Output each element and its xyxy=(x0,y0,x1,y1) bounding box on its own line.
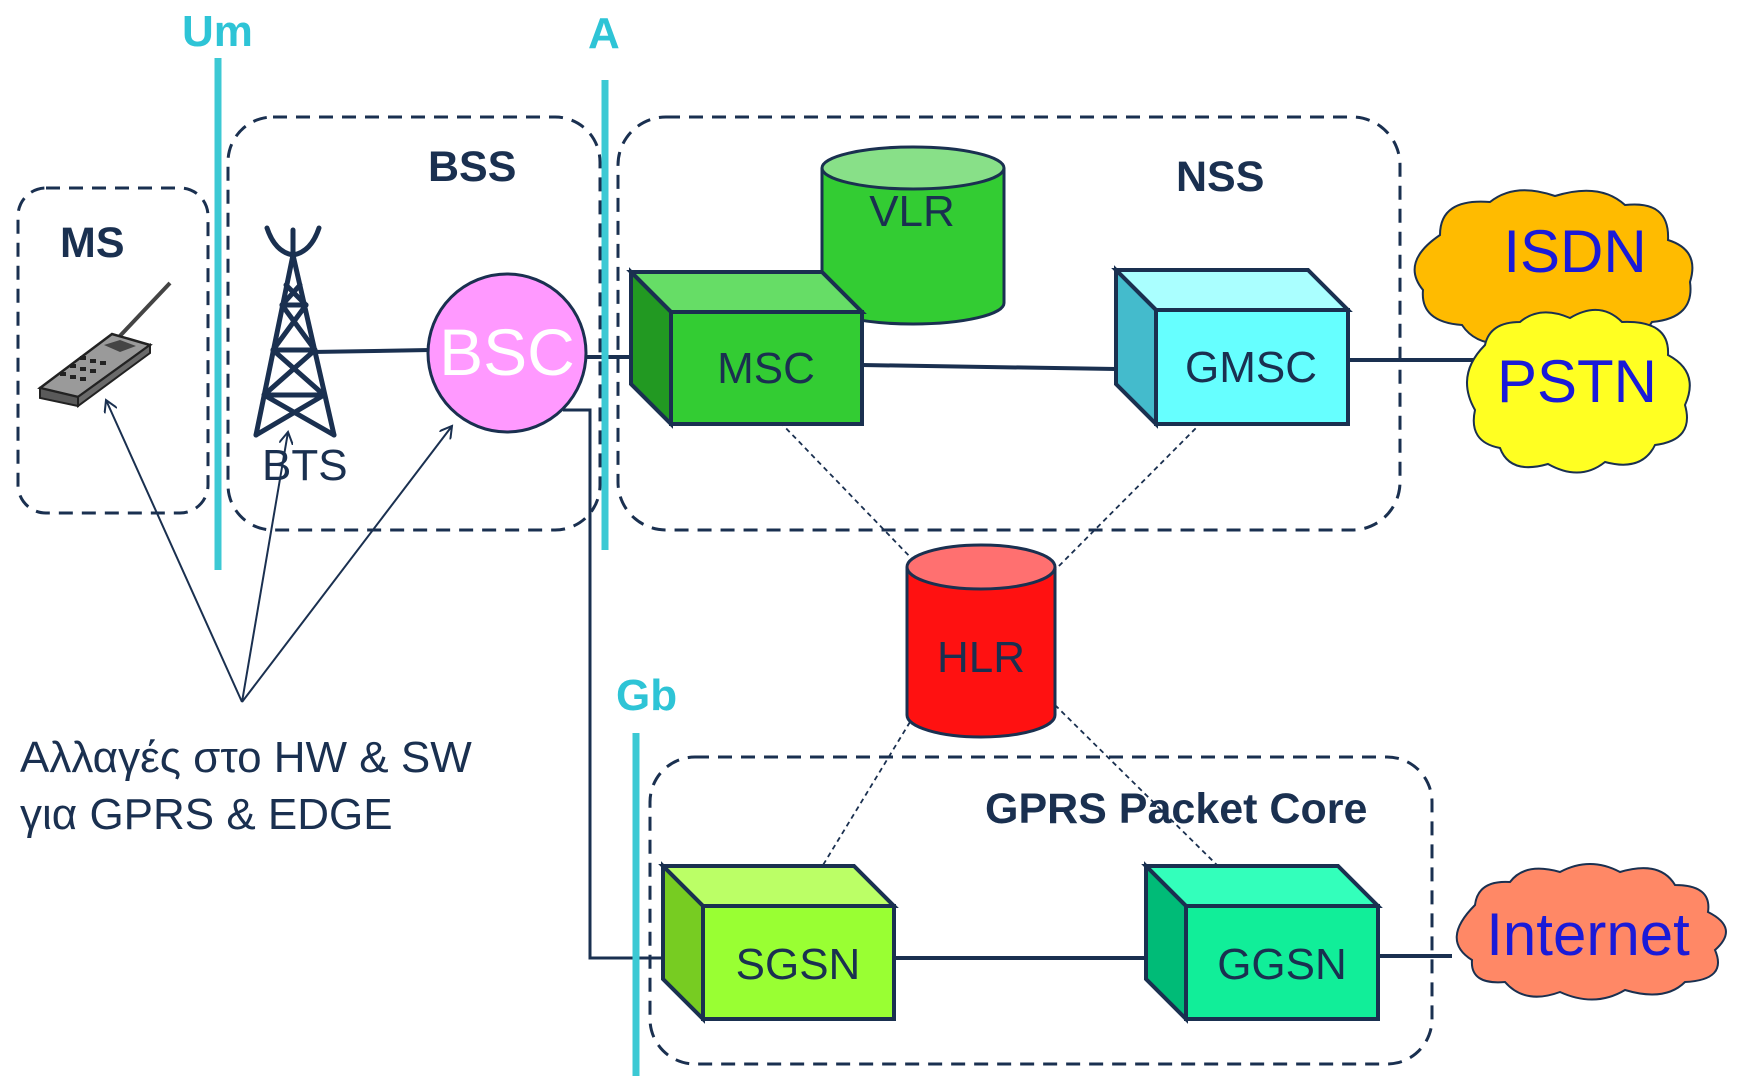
msc-hlr-link xyxy=(779,421,916,563)
msc-gmsc-link xyxy=(861,363,1117,371)
ggsn-node: GGSN xyxy=(1141,861,1383,1024)
gmsc-node: GMSC xyxy=(1111,265,1353,429)
gprs-group-box xyxy=(648,755,1434,1066)
sgsn-node: SGSN xyxy=(658,861,899,1024)
ggsn-label: GGSN xyxy=(1217,940,1347,989)
hw-sw-changes-note-line2: για GPRS & EDGE xyxy=(20,790,393,839)
isdn-label: ISDN xyxy=(1503,218,1646,285)
pstn-cloud: PSTN xyxy=(1466,309,1691,474)
a-interface-label: A xyxy=(588,9,620,58)
bts-bsc-link xyxy=(311,348,431,354)
gprs-group-label: GPRS Packet Core xyxy=(985,785,1367,833)
internet-cloud: Internet xyxy=(1455,863,1727,1001)
ms-group-label: MS xyxy=(60,219,125,267)
vlr-label: VLR xyxy=(869,187,955,236)
bsc-label: BSC xyxy=(439,315,575,389)
ggsn-hlr-link xyxy=(1054,704,1223,871)
arrow-to-phone xyxy=(106,400,243,703)
internet-label: Internet xyxy=(1486,901,1690,968)
bsc-node: BSC xyxy=(426,272,588,434)
bts-label: BTS xyxy=(262,441,348,490)
hw-sw-changes-note-line1: Αλλαγές στο HW & SW xyxy=(20,733,472,782)
msc-label: MSC xyxy=(717,344,815,393)
hlr-database: HLR xyxy=(905,543,1057,739)
sgsn-label: SGSN xyxy=(736,940,861,989)
pstn-label: PSTN xyxy=(1497,348,1657,415)
arrow-to-bts xyxy=(241,432,288,703)
hlr-label: HLR xyxy=(937,633,1025,682)
mobile-phone-icon xyxy=(37,281,172,408)
isdn-cloud: ISDN xyxy=(1413,189,1694,350)
nss-group-box xyxy=(616,115,1402,532)
gmsc-hlr-link xyxy=(1044,421,1203,581)
nss-group-label: NSS xyxy=(1176,153,1264,201)
antenna-tower-icon xyxy=(253,225,337,438)
bss-group-box xyxy=(226,115,602,532)
sgsn-hlr-link xyxy=(819,721,911,871)
gmsc-label: GMSC xyxy=(1185,343,1317,392)
um-interface-label: Um xyxy=(182,7,253,56)
vlr-database: VLR xyxy=(820,145,1006,326)
bss-group-label: BSS xyxy=(428,143,516,191)
arrow-to-bsc xyxy=(241,426,452,703)
ms-group-box xyxy=(16,186,210,515)
msc-node: MSC xyxy=(626,267,867,429)
gb-interface-label: Gb xyxy=(616,671,677,720)
